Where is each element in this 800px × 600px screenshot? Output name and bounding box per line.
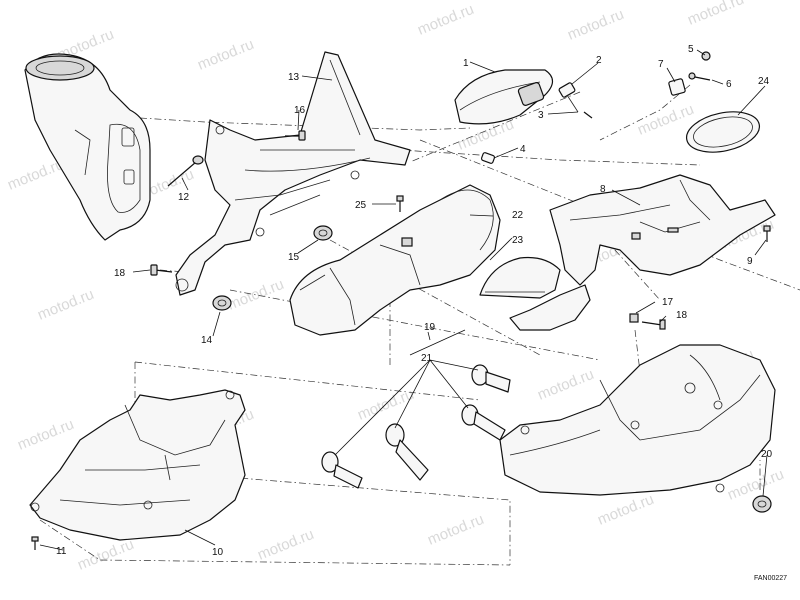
bulb-c <box>385 423 429 481</box>
drawing-code: FAN00227 <box>754 575 787 582</box>
callout-18-left: 18 <box>114 268 126 279</box>
screw-6 <box>688 72 711 81</box>
bolt-18-right <box>641 319 666 330</box>
callout-14: 14 <box>201 335 213 346</box>
callout-18-right: 18 <box>676 310 688 321</box>
bulb-a <box>471 364 511 393</box>
bolt-16 <box>285 130 306 141</box>
connector-2 <box>558 82 579 113</box>
callout-12: 12 <box>178 192 190 203</box>
callout-20: 20 <box>761 449 773 460</box>
headlight-shell <box>499 344 776 496</box>
bulb-b <box>461 404 506 441</box>
grommet-15 <box>313 225 333 241</box>
callout-5: 5 <box>688 44 694 55</box>
clip-3 <box>583 111 593 119</box>
callout-3: 3 <box>538 110 544 121</box>
callout-23: 23 <box>512 235 524 246</box>
watermark: motod.ru <box>685 0 746 29</box>
watermark: motod.ru <box>35 286 96 324</box>
wire-19 <box>409 329 466 356</box>
callout-22: 22 <box>512 210 524 221</box>
callout-2: 2 <box>596 55 602 66</box>
callout-9: 9 <box>747 256 753 267</box>
air-duct <box>289 184 501 336</box>
callout-11: 11 <box>56 546 67 557</box>
callout-8: 8 <box>600 184 606 195</box>
instrument-panel <box>454 69 554 125</box>
watermark: motod.ru <box>75 536 136 574</box>
bulb-d <box>321 451 363 489</box>
watermark: motod.ru <box>195 36 256 74</box>
callout-labels: 1 2 3 4 5 6 7 8 9 10 11 12 13 14 15 16 1… <box>56 44 773 558</box>
callout-25: 25 <box>355 200 367 211</box>
instrument-housing <box>549 174 776 286</box>
screw-25 <box>396 195 404 212</box>
watermark: motod.ru <box>255 526 316 564</box>
nut-5 <box>701 51 711 61</box>
bolt-18-left <box>150 264 173 276</box>
callout-24: 24 <box>758 76 770 87</box>
screw-11 <box>31 536 39 550</box>
bolt-17 <box>629 313 639 323</box>
clip-7 <box>668 78 686 96</box>
leader-lines <box>39 49 768 551</box>
callout-15: 15 <box>288 252 300 263</box>
watermark: motod.ru <box>225 276 286 314</box>
headlight-bracket <box>175 51 411 296</box>
watermark: motod.ru <box>15 416 76 454</box>
bulb-4 <box>480 152 496 164</box>
watermark: motod.ru <box>595 491 656 529</box>
grommet-14 <box>212 295 232 311</box>
steering-head-part <box>24 53 151 241</box>
callout-6: 6 <box>726 79 732 90</box>
lower-fairing <box>29 389 246 541</box>
callout-7: 7 <box>658 59 664 70</box>
screw-9 <box>763 225 771 242</box>
callout-4: 4 <box>520 144 526 155</box>
cap-24 <box>685 111 761 153</box>
watermark: motod.ru <box>565 6 626 44</box>
watermark: motod.ru <box>535 366 596 404</box>
callout-10: 10 <box>212 547 224 558</box>
callout-19: 19 <box>424 322 436 333</box>
callout-17: 17 <box>662 297 674 308</box>
callout-1: 1 <box>463 58 469 69</box>
callout-21: 21 <box>421 353 433 364</box>
bolt-12 <box>167 155 204 187</box>
callout-16: 16 <box>294 105 306 116</box>
watermark: motod.ru <box>415 1 476 39</box>
callout-13: 13 <box>288 72 300 83</box>
watermark: motod.ru <box>425 511 486 549</box>
light-cover <box>479 256 591 331</box>
grommet-20 <box>752 495 772 513</box>
